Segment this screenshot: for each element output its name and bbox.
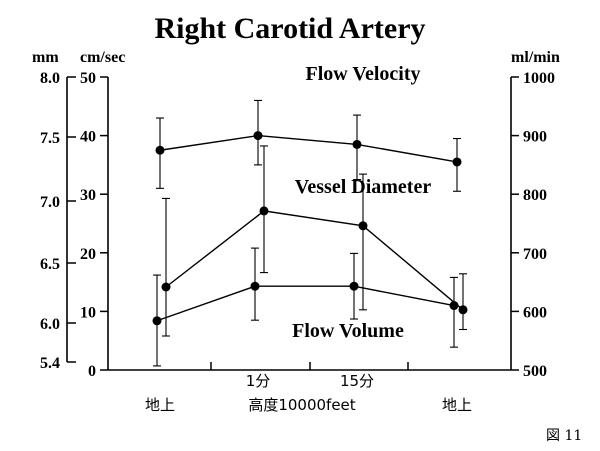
data-point: [250, 281, 260, 291]
velocity-tick-label: 10: [80, 304, 96, 321]
volume-unit-label: ml/min: [511, 49, 560, 66]
volume-tick-label: 500: [523, 363, 547, 380]
chart-title: Right Carotid Artery: [154, 12, 425, 45]
series-label: Vessel Diameter: [295, 176, 432, 198]
mm-axis: 8.0 7.5 7.0 6.5 6.0 5.4: [40, 70, 76, 372]
mm-tick-label: 6.5: [40, 256, 60, 273]
velocity-tick-label: 20: [80, 246, 96, 263]
mm-tick-label: 5.4: [40, 355, 60, 372]
data-point: [152, 316, 162, 326]
data-point: [352, 139, 362, 149]
velocity-tick-label: 30: [80, 187, 96, 204]
data-point: [458, 305, 468, 315]
x-tick-label: 地上: [145, 396, 175, 414]
data-point: [259, 206, 269, 216]
volume-tick-label: 900: [523, 129, 547, 146]
x-tick-label: 15分: [340, 372, 374, 390]
data-point: [349, 281, 359, 291]
volume-tick-label: 600: [523, 304, 547, 321]
figure-label: 図 11: [546, 428, 582, 444]
data-point: [449, 301, 459, 311]
volume-axis: 1000 900 800 700 600 500: [510, 70, 555, 380]
mm-unit-label: mm: [32, 49, 59, 66]
volume-tick-label: 800: [523, 187, 547, 204]
series-label: Flow Velocity: [306, 63, 421, 85]
data-point: [358, 221, 368, 231]
data-point: [155, 145, 165, 155]
velocity-tick-label: 0: [88, 363, 96, 380]
mm-tick-label: 8.0: [40, 70, 60, 87]
velocity-axis: 50 40 30 20 10 0: [80, 70, 109, 380]
x-tick-label: 1分: [246, 372, 271, 390]
velocity-unit-label: cm/sec: [80, 49, 125, 66]
velocity-tick-label: 50: [80, 70, 96, 87]
velocity-tick-label: 40: [80, 129, 96, 146]
mm-tick-label: 7.0: [40, 194, 60, 211]
volume-tick-label: 700: [523, 246, 547, 263]
series-line: [156, 285, 455, 322]
series-label: Flow Volume: [292, 320, 404, 342]
data-point: [161, 282, 171, 292]
x-tick-label: 地上: [442, 396, 472, 414]
x-tick-label: 高度10000feet: [248, 396, 355, 414]
data-point: [253, 131, 263, 141]
volume-tick-label: 1000: [523, 70, 555, 87]
series-layer: [152, 99, 468, 367]
mm-tick-label: 6.0: [40, 316, 60, 333]
data-point: [452, 157, 462, 167]
mm-tick-label: 7.5: [40, 130, 60, 147]
series-line: [159, 134, 458, 163]
series-line: [165, 210, 464, 311]
